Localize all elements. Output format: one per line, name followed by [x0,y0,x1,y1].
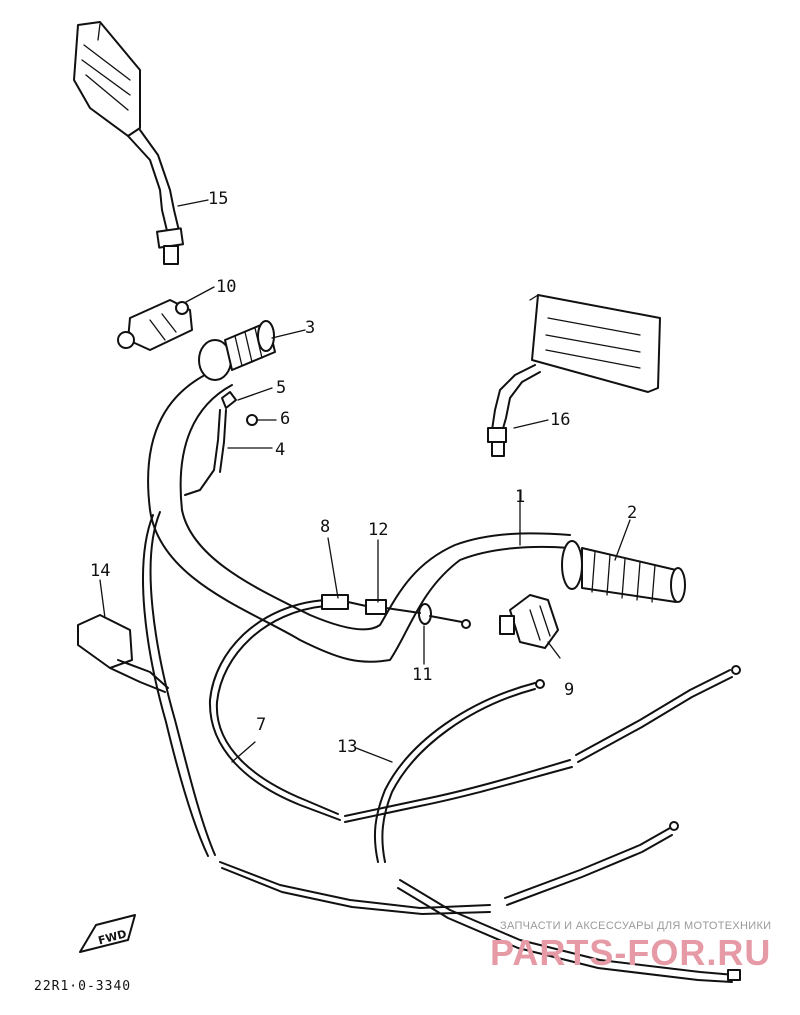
label-4: 4 [275,440,285,460]
fwd-arrow-icon: FWD [79,914,136,953]
label-15: 15 [208,189,228,209]
label-16: 16 [550,410,570,430]
part-labels: 1 2 3 4 5 6 7 8 9 10 11 12 13 14 15 16 [90,189,637,757]
label-1: 1 [515,487,525,507]
right-switch [499,594,559,649]
left-grip [198,320,276,381]
cable-7 [208,599,733,823]
label-12: 12 [368,520,388,540]
label-14: 14 [90,561,110,581]
watermark-brand: PARTS-FOR.RU [490,932,771,973]
lower-cables [142,511,736,983]
right-grip [561,540,686,603]
left-switch [117,299,193,351]
handlebar [147,369,571,663]
label-5: 5 [276,378,286,398]
leader-lines [99,199,631,763]
label-10: 10 [216,277,236,297]
lever-parts [184,391,258,496]
label-3: 3 [305,318,315,338]
drawing-code: 22R1·0-3340 [34,979,131,994]
front-stop-switch [77,614,169,693]
watermark-caption: ЗАПЧАСТИ И АКСЕССУАРЫ ДЛЯ МОТОТЕХНИКИ [500,920,771,932]
label-9: 9 [564,680,574,700]
label-13: 13 [337,737,357,757]
label-11: 11 [412,665,432,685]
label-7: 7 [256,715,266,735]
cable-adjusters [321,594,741,981]
cable-13 [373,682,536,863]
left-mirror [73,21,184,265]
label-6: 6 [280,409,290,429]
label-2: 2 [627,503,637,523]
label-8: 8 [320,517,330,537]
right-mirror [487,294,661,457]
